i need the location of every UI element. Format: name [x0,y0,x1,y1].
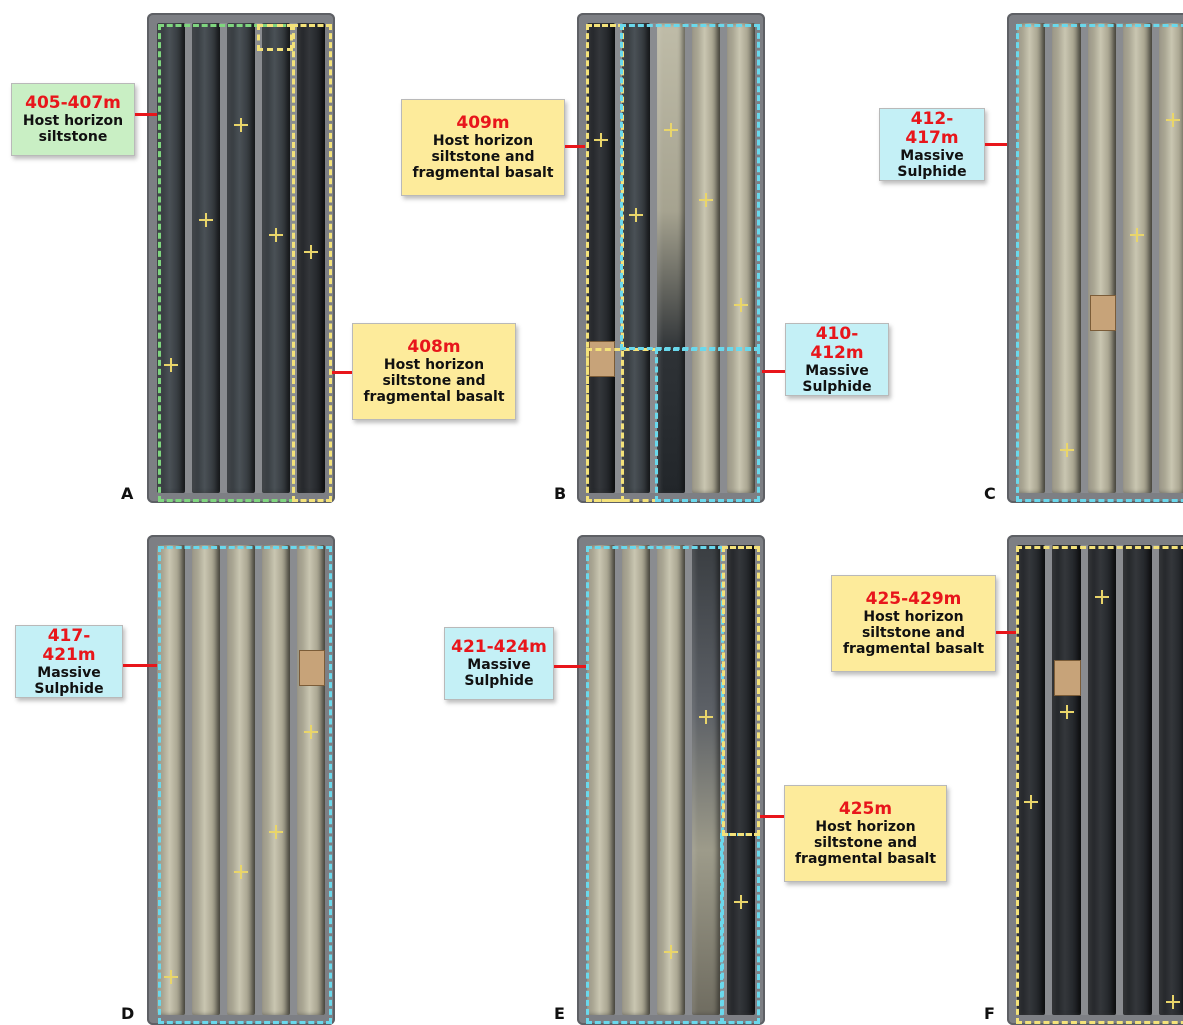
interval-label: 417-421m Massive Sulphide [15,625,123,698]
core-row [1087,23,1117,493]
core-row [1052,545,1081,1015]
rock-description: Sulphide [464,673,534,689]
leader-line [554,665,586,668]
core-row [692,545,720,1015]
depth-label: 409m [456,113,510,133]
leader-line [332,371,352,374]
core-box-tag [1054,660,1081,696]
depth-label: 412-417m [905,108,959,148]
rock-description: Host horizon [432,133,534,149]
rock-description: fragmental basalt [842,641,985,657]
core-row [1158,23,1183,493]
core-box-tag [298,650,326,686]
rock-description: Massive [900,147,964,164]
depth-label: 417-421m [42,625,96,665]
interval-label: 425m Host horizon siltstone and fragment… [784,785,947,882]
rock-description: fragmental basalt [794,851,937,867]
depth-label: 425m [838,799,893,819]
panel-letter: F [984,1004,995,1023]
core-tray-c [1007,13,1183,503]
interval-label: 412-417m Massive Sulphide [879,108,985,181]
rock-description: Massive [805,362,869,379]
rock-description: Sulphide [897,163,967,180]
panel-letter: B [554,484,567,503]
core-row [1052,23,1081,493]
core-row [622,23,650,493]
core-row [262,545,290,1015]
core-row [157,545,185,1015]
rock-description: siltstone [38,129,108,145]
interval-label: 425-429m Host horizon siltstone and frag… [831,575,996,672]
core-row [157,23,185,493]
rock-description: Sulphide [802,378,872,395]
core-row [587,545,615,1015]
interval-label: 421-424m Massive Sulphide [444,627,554,700]
interval-label: 405-407m Host horizon siltstone [11,83,135,156]
rock-description: Host horizon [22,113,124,129]
rock-description: siltstone and [431,149,535,165]
core-tray-f [1007,535,1183,1025]
core-row [1017,23,1046,493]
core-row [192,545,220,1015]
rock-description: siltstone and [861,625,966,641]
core-row [262,23,290,493]
panel-letter: D [121,1004,135,1023]
rock-description: Massive [467,657,531,673]
core-tray-e [577,535,765,1025]
interval-label: 410-412m Massive Sulphide [785,323,889,396]
leader-line [123,664,157,667]
core-row [1123,545,1152,1015]
rock-description: Host horizon [815,819,916,835]
panel-letter: A [121,484,134,503]
core-row [657,545,685,1015]
rock-description: Sulphide [34,680,104,697]
rock-description: siltstone and [382,373,486,389]
leader-line [760,815,784,818]
core-tray-b [577,13,765,503]
core-row [192,23,220,493]
panel-letter: E [554,1004,565,1023]
leader-line [985,143,1007,146]
core-row [1017,545,1046,1015]
depth-label: 425-429m [865,589,962,609]
panel-letter: C [984,484,996,503]
rock-description: Host horizon [863,609,964,625]
core-box-tag [1089,295,1117,331]
core-row [622,545,650,1015]
core-row [657,23,685,493]
rock-description: fragmental basalt [412,165,554,181]
core-row [227,23,255,493]
rock-description: siltstone and [813,835,918,851]
core-row [587,23,616,493]
core-box-tag [588,341,616,377]
core-row [1123,23,1152,493]
depth-label: 410-412m [810,323,864,363]
core-tray-d [147,535,335,1025]
depth-label: 408m [407,337,461,357]
core-row [727,23,755,493]
leader-line [762,370,785,373]
core-row [297,23,325,493]
depth-label: 405-407m [25,93,121,113]
rock-description: fragmental basalt [363,389,505,405]
core-row [1087,545,1117,1015]
core-tray-a [147,13,335,503]
core-row [227,545,255,1015]
core-row [1158,545,1183,1015]
leader-line [996,631,1016,634]
core-row [297,545,326,1015]
rock-description: Host horizon [383,357,485,373]
leader-line [135,113,157,116]
core-row [692,23,720,493]
interval-label: 409m Host horizon siltstone and fragment… [401,99,565,196]
rock-description: Massive [37,664,101,681]
interval-label: 408m Host horizon siltstone and fragment… [352,323,516,420]
core-row [727,545,755,1015]
depth-label: 421-424m [451,637,547,657]
leader-line [565,145,585,148]
